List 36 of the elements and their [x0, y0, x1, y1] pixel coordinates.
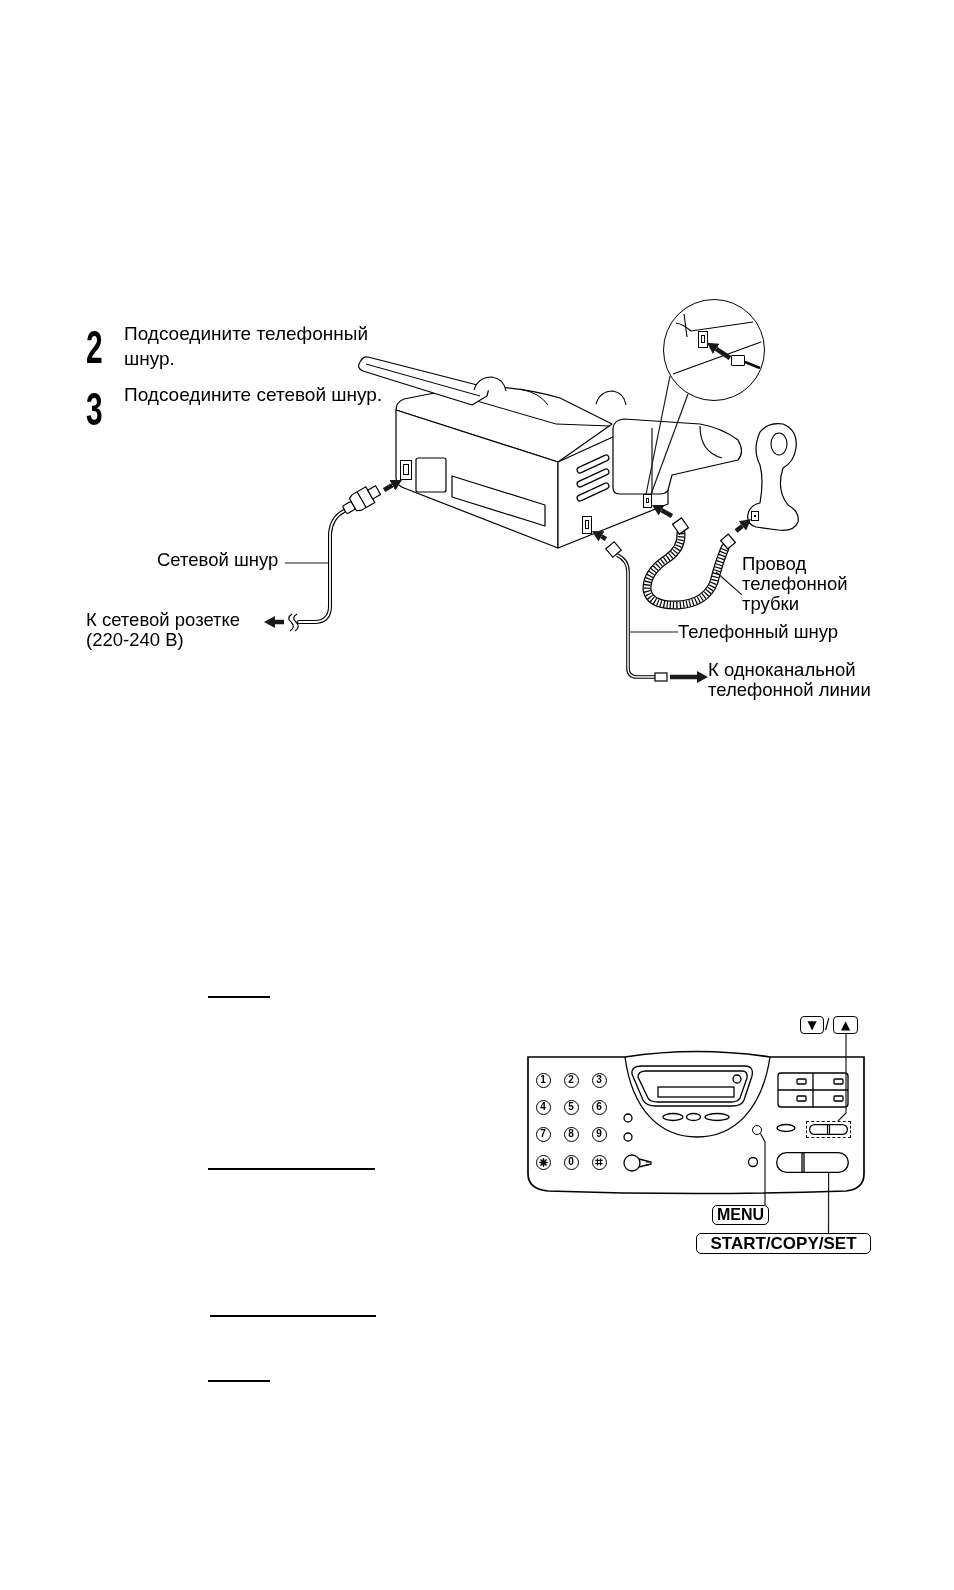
callout-label: Провод телефонной трубки: [742, 554, 870, 616]
arrow: [734, 519, 751, 533]
arrow: [382, 479, 402, 492]
callout-label: К сетевой розетке (220-240 В): [86, 610, 264, 650]
jack-socket: [643, 494, 652, 508]
arrow: [670, 671, 708, 683]
instruction-text: Подсоедините сетевой шнур.: [124, 383, 384, 407]
modular-plug: [731, 355, 745, 366]
callout-label: К одноканальной телефонной линии: [708, 660, 880, 700]
key-label: MENU: [712, 1205, 769, 1225]
leader-line: [837, 1033, 847, 1122]
arrow: [651, 505, 674, 518]
leader-line: [284, 562, 329, 564]
jack-socket: [582, 516, 592, 534]
callout-label: Телефонный шнур: [678, 622, 850, 642]
slash-separator: /: [825, 1016, 830, 1034]
arrow: [592, 530, 608, 542]
leader-line: [628, 631, 679, 633]
leader-line: [715, 571, 743, 596]
arrow: [707, 342, 732, 360]
instruction-text: Подсоедините телефонный шнур.: [124, 322, 369, 371]
leader-line: [827, 1172, 830, 1234]
key-label: START/COPY/SET: [696, 1233, 871, 1254]
wide-button: [776, 1152, 849, 1173]
key-label: ▼: [800, 1016, 824, 1034]
jack-socket: [751, 511, 759, 521]
magnifier-lines: [645, 375, 689, 495]
arrow: [264, 616, 284, 628]
key-label: ▲: [833, 1016, 858, 1034]
telephone-cord: [603, 539, 670, 685]
leader-line: [759, 1132, 766, 1206]
step-number: 3: [86, 386, 103, 432]
callout-label: Сетевой шнур: [157, 550, 285, 570]
jack-socket: [400, 460, 412, 480]
step-number: 2: [86, 324, 103, 370]
jack-socket: [698, 331, 708, 348]
